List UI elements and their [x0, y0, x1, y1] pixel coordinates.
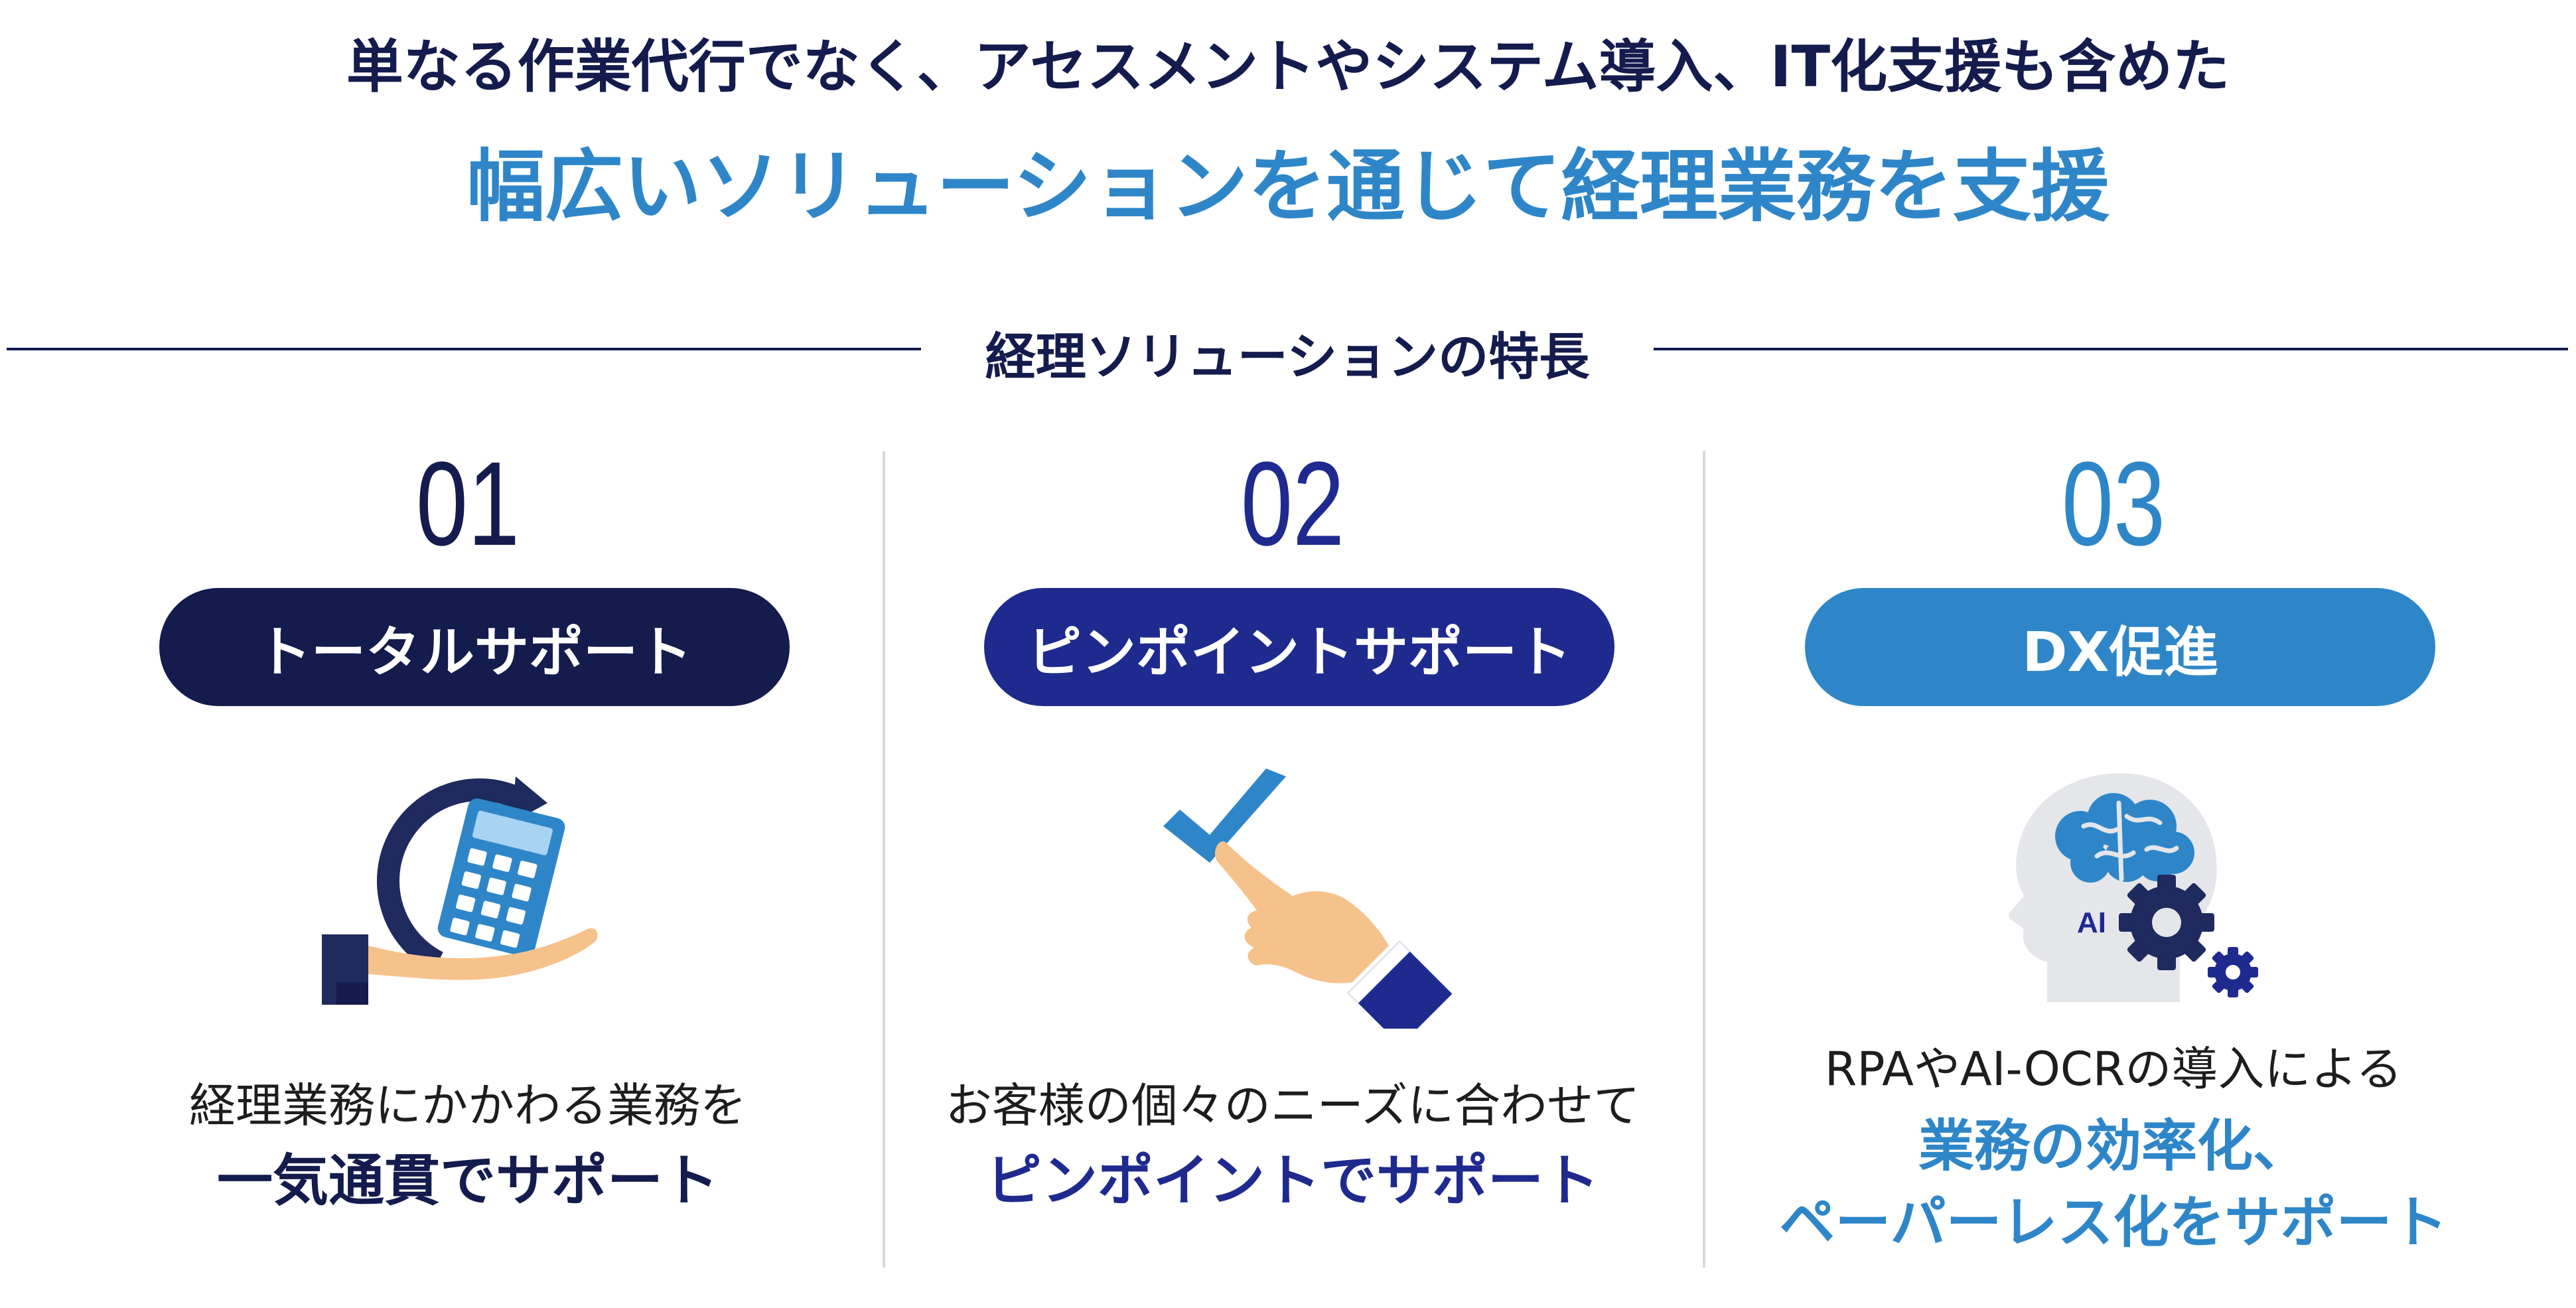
section-rule-right: [1654, 348, 2568, 350]
feature-description: 経理業務にかかわる業務を: [189, 1078, 747, 1133]
column-divider: [1703, 451, 1705, 1268]
calculator-hand-icon: [302, 763, 647, 1029]
ai-brain-gear-icon: AI: [1948, 763, 2293, 1029]
feature-highlight: ピンポイントでサポート: [985, 1148, 1599, 1213]
feature-number: 03: [2061, 437, 2166, 571]
section-title: 経理ソリューションの特長: [985, 327, 1590, 386]
feature-description: RPAやAI-OCRの導入による: [1824, 1042, 2403, 1096]
feature-highlight: ペーパーレス化をサポート: [1779, 1190, 2448, 1255]
feature-card-pinpoint-support: 02 ピンポイントサポート お客様の個々のニーズに合わせて ピンポイントでサポー…: [885, 0, 1701, 1308]
feature-number: 02: [1240, 437, 1345, 571]
feature-label-pill: ピンポイントサポート: [984, 588, 1614, 706]
feature-number: 01: [415, 437, 520, 571]
pointing-checkmark-icon: [1127, 763, 1472, 1029]
feature-highlight: 一気通貫でサポート: [216, 1148, 719, 1213]
headline-main: 幅広いソリューションを通じて経理業務を支援: [466, 141, 2110, 232]
ai-text: AI: [2077, 907, 2106, 939]
headline-subtitle: 単なる作業代行でなく、アセスメントやシステム導入、IT化支援も含めた: [346, 34, 2230, 100]
feature-card-total-support: 01 トータルサポート: [60, 0, 876, 1308]
feature-description: お客様の個々のニーズに合わせて: [945, 1078, 1640, 1133]
column-divider: [883, 451, 885, 1268]
section-rule-left: [7, 348, 921, 350]
feature-highlight: 業務の効率化、: [1918, 1114, 2309, 1179]
feature-label-pill: トータルサポート: [159, 588, 790, 706]
feature-card-dx-promotion: 03 DX促進 AI: [1705, 0, 2522, 1308]
feature-label-pill: DX促進: [1805, 588, 2435, 706]
